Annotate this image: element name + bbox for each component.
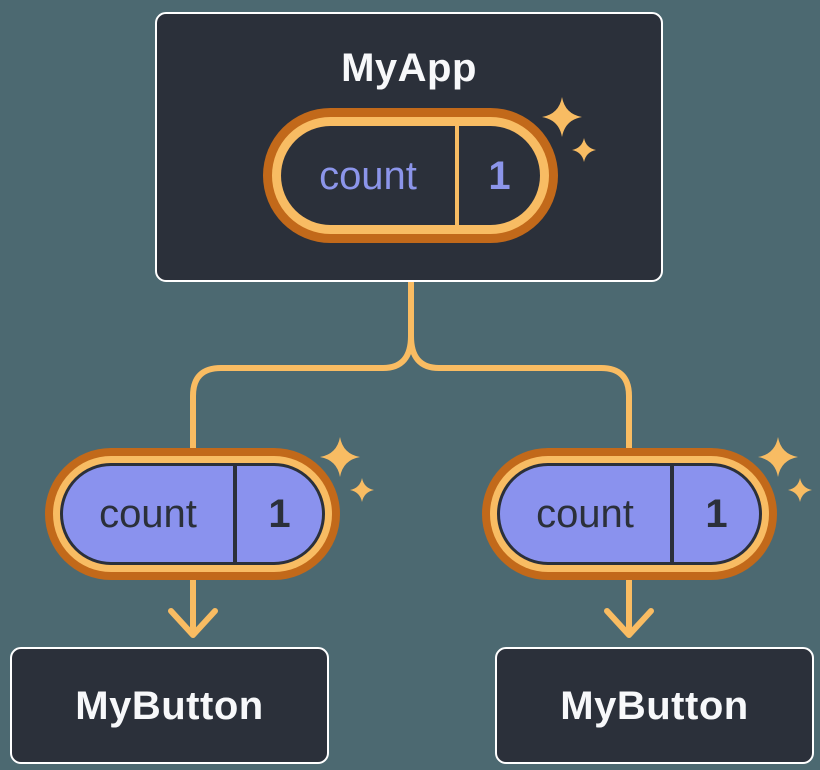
branch-right-line [408,279,632,455]
right-prop-pill: count 1 [497,463,762,565]
state-value: 1 [488,153,511,198]
myapp-state-pill: count 1 [281,126,540,225]
mybutton-title: MyButton [75,683,264,728]
state-value: 1 [268,492,291,536]
state-label: count [536,492,634,536]
arrow-left-head [168,608,218,638]
state-value: 1 [705,492,728,536]
sparkle-icon [542,97,596,162]
pill-divider [455,126,459,225]
left-prop-pill: count 1 [60,463,325,565]
mybutton-card-right: MyButton [495,647,814,764]
mybutton-card-left: MyButton [10,647,329,764]
pill-divider [670,466,674,562]
arrow-right-head [604,608,654,638]
sparkle-icon [758,437,812,502]
mybutton-title: MyButton [560,683,749,728]
state-label: count [319,153,417,198]
state-label: count [99,492,197,536]
sparkle-icon [320,437,374,502]
myapp-title: MyApp [341,46,477,90]
branch-left-line [190,279,414,455]
pill-divider [233,466,237,562]
myapp-card: MyApp [155,12,663,282]
